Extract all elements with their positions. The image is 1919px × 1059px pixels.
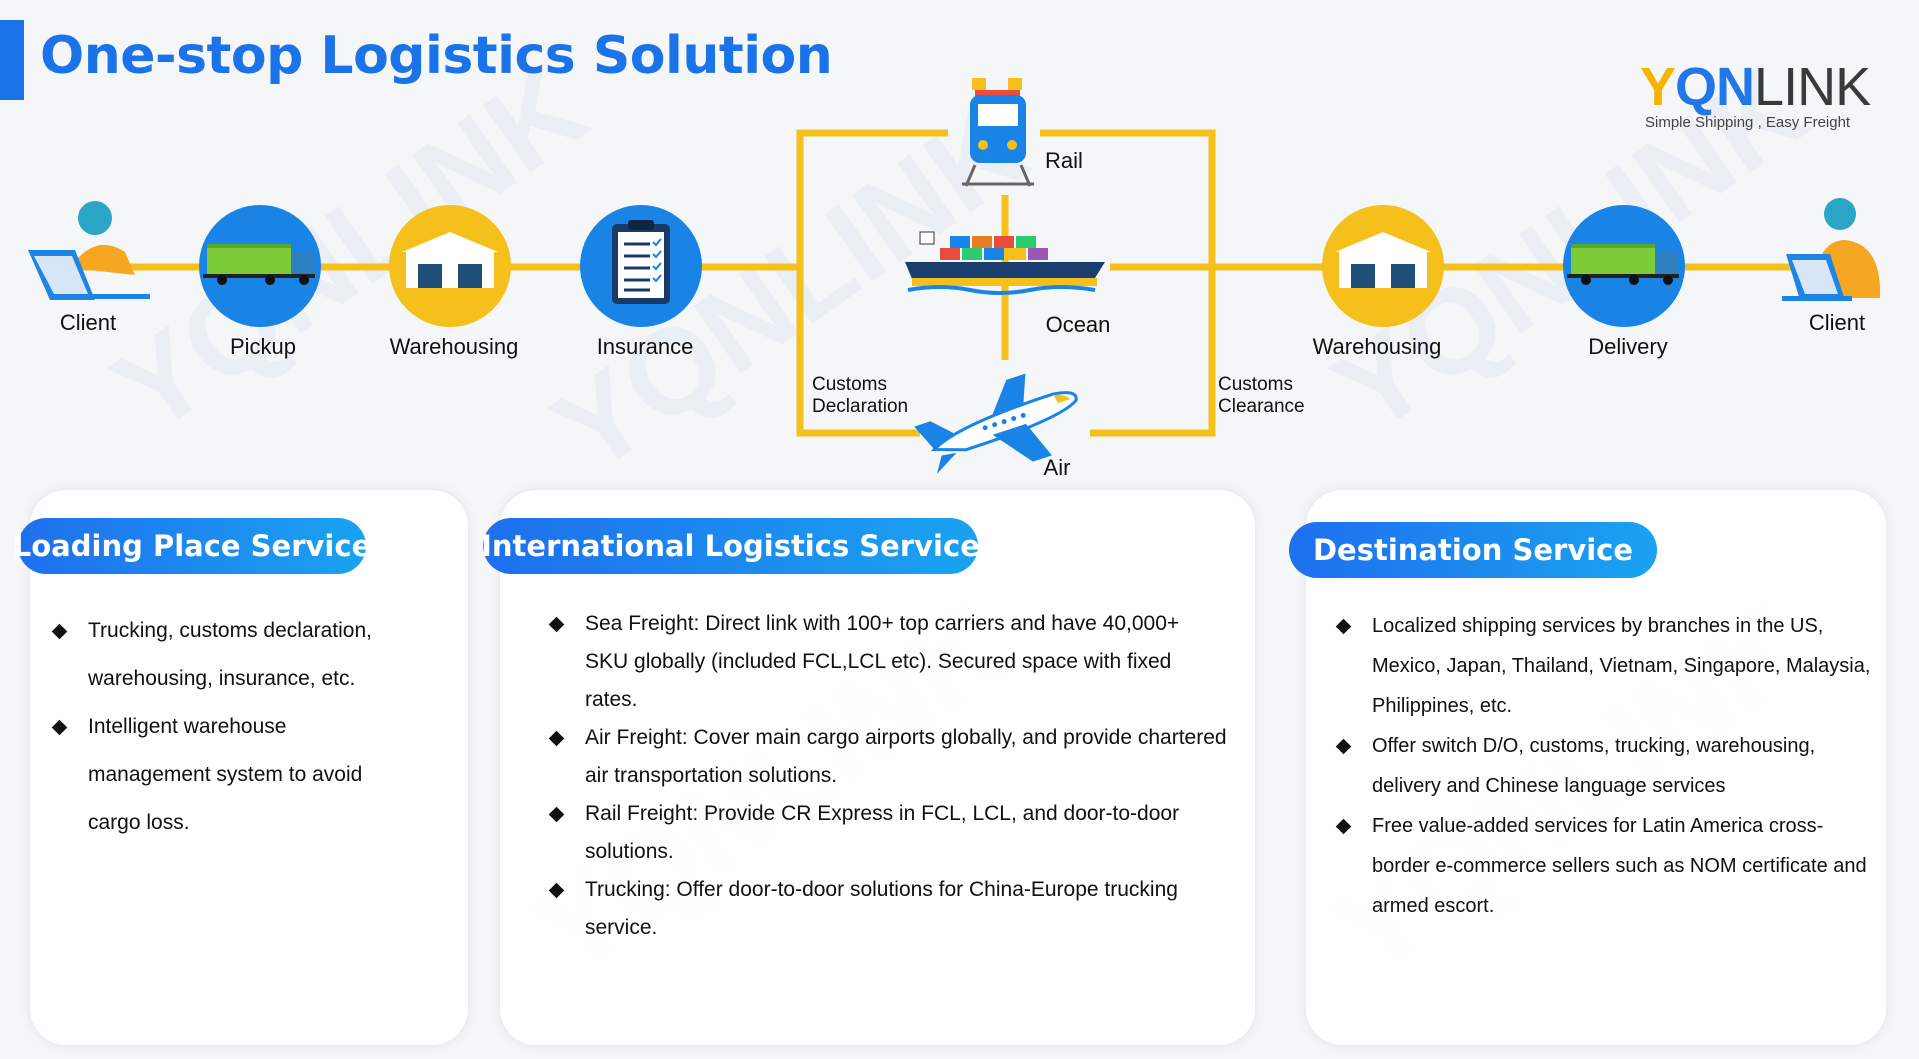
- mode-label-air: Air: [1043, 455, 1071, 480]
- list-item: Localized shipping services by branches …: [1334, 606, 1874, 726]
- list-item: Air Freight: Cover main cargo airports g…: [547, 719, 1227, 795]
- node-label-warehousing-left: Warehousing: [389, 334, 519, 359]
- list-item: Intelligent warehouse management system …: [50, 703, 410, 847]
- list-item: Rail Freight: Provide CR Express in FCL,…: [547, 795, 1227, 871]
- list-item: Trucking, customs declaration, warehousi…: [50, 607, 410, 703]
- ship-icon: [905, 231, 1105, 295]
- list-item: Free value-added services for Latin Amer…: [1334, 806, 1874, 926]
- loading-place-service-title: Loading Place Service: [13, 518, 371, 574]
- title-accent-bar: [0, 20, 24, 100]
- list-item: Trucking: Offer door-to-door solutions f…: [547, 871, 1227, 947]
- customs-declaration-label: Customs Declaration: [812, 374, 909, 417]
- node-label-insurance: Insurance: [596, 334, 694, 359]
- warehouse-icon: [1322, 205, 1444, 327]
- node-label-warehousing-right: Warehousing: [1312, 334, 1442, 359]
- mode-label-rail: Rail: [1045, 148, 1083, 173]
- brand-tagline: Simple Shipping , Easy Freight: [1645, 114, 1851, 131]
- truck-icon: [1563, 205, 1685, 327]
- brand-logo: YQNLINK: [1640, 57, 1871, 117]
- list-item: Offer switch D/O, customs, trucking, war…: [1334, 726, 1874, 806]
- person-laptop-icon: [28, 201, 150, 300]
- loading-place-list: Trucking, customs declaration, warehousi…: [50, 607, 410, 847]
- destination-service-title: Destination Service: [1289, 522, 1657, 578]
- node-label-pickup: Pickup: [229, 334, 297, 359]
- node-label-client-right: Client: [1808, 310, 1866, 335]
- person-laptop-icon: [1782, 198, 1881, 301]
- international-logistics-service-title: International Logistics Service: [481, 518, 980, 574]
- node-label-delivery: Delivery: [1588, 334, 1668, 359]
- mode-label-ocean: Ocean: [1045, 312, 1111, 337]
- node-label-client-left: Client: [59, 310, 117, 335]
- truck-icon: [199, 205, 321, 327]
- warehouse-icon: [389, 205, 511, 327]
- page-title: One-stop Logistics Solution: [40, 26, 833, 86]
- train-icon: [962, 78, 1034, 187]
- clipboard-icon: [580, 205, 702, 327]
- destination-list: Localized shipping services by branches …: [1334, 606, 1874, 926]
- customs-clearance-label: Customs Clearance: [1218, 374, 1305, 417]
- international-logistics-list: Sea Freight: Direct link with 100+ top c…: [547, 605, 1227, 947]
- list-item: Sea Freight: Direct link with 100+ top c…: [547, 605, 1227, 719]
- airplane-icon: [914, 373, 1078, 474]
